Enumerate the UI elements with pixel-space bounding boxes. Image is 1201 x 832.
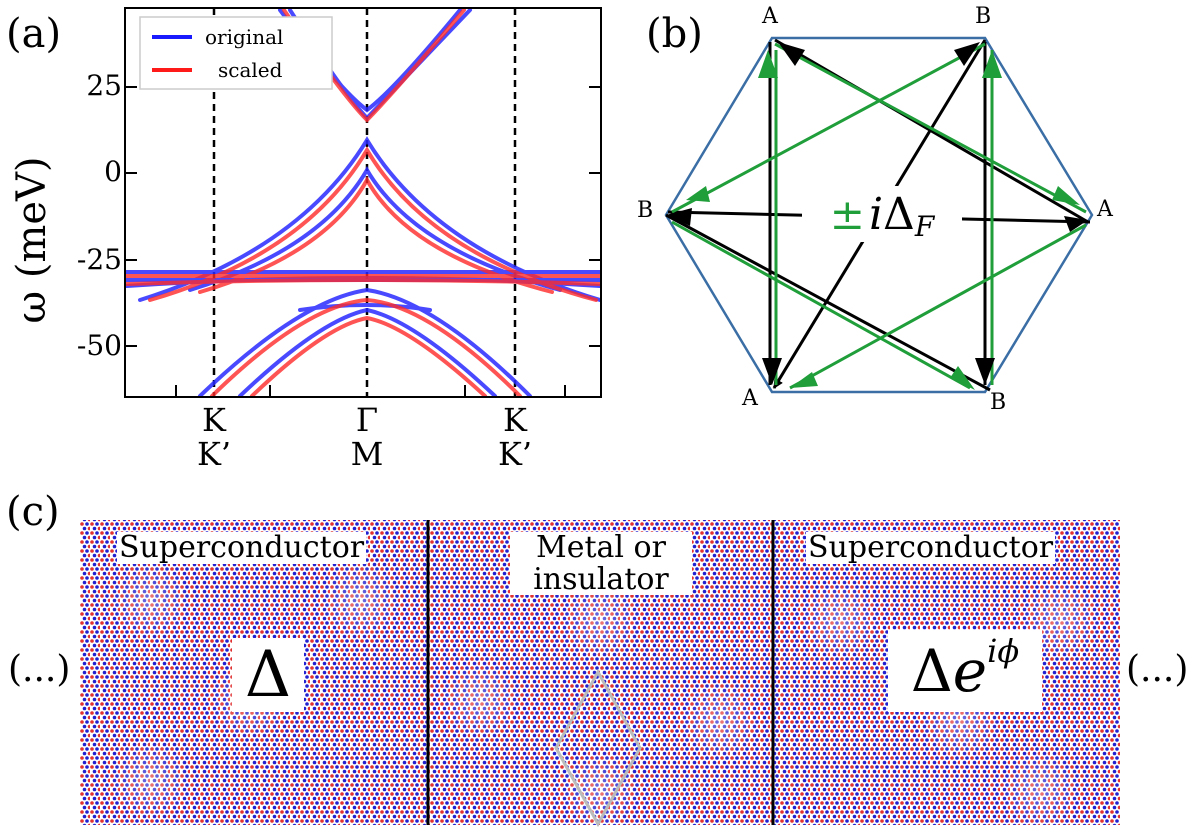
arrowhead-green	[790, 372, 818, 388]
ellipsis-right: (...)	[1126, 649, 1189, 690]
panel-c-label: (c)	[6, 489, 60, 535]
delta-right: Δ	[910, 637, 953, 705]
region-label-superconductor-right: Superconductor	[806, 530, 1056, 565]
kpoint-label-right: K K’	[475, 401, 555, 473]
arrow-black-2	[774, 38, 1089, 224]
vertex-bottom-right: B	[990, 390, 1007, 415]
legend-box	[139, 16, 333, 90]
arrowhead-black	[975, 358, 995, 385]
formula-delta: Δ	[883, 188, 915, 240]
formula-sub: F	[914, 209, 935, 243]
kpoint-center-top: Γ	[355, 401, 379, 439]
ytick-m25: -25	[76, 243, 122, 276]
arrowhead-green	[1052, 186, 1080, 205]
ellipsis-left: (...)	[8, 649, 71, 690]
bands-scaled	[126, 9, 600, 396]
formula-pm: ±	[829, 189, 865, 239]
legend-original: original	[205, 25, 284, 49]
vertex-bottom-left: A	[742, 386, 758, 411]
arrowhead-black	[666, 208, 692, 226]
kpoint-left-bottom: K’	[196, 434, 232, 473]
feshbach-formula: ± i Δ F	[802, 186, 962, 243]
arrowhead-green	[982, 50, 1002, 78]
arrowhead-black	[778, 42, 805, 66]
arrowhead-green	[686, 186, 710, 202]
panel-b-label: (b)	[646, 11, 703, 57]
unit-cell-diamond	[554, 668, 642, 828]
arrowhead-black	[762, 358, 782, 385]
legend-scaled: scaled	[218, 58, 283, 82]
arrow-black-3	[665, 213, 991, 392]
plot-frame	[124, 7, 602, 398]
region-label-superconductor-left: Superconductor	[117, 530, 367, 565]
arrow-green-2	[774, 42, 1087, 214]
vertex-right: A	[1097, 197, 1113, 222]
ytick-0: 0	[104, 155, 122, 188]
kpoint-left-top: K	[202, 401, 226, 439]
arrowhead-green	[950, 366, 975, 390]
arrow-green-4	[789, 223, 1087, 390]
vertex-left: B	[637, 198, 654, 223]
arrow-green-1	[671, 42, 986, 214]
delta-right-box: Δ e iϕ	[888, 630, 1042, 712]
delta-right-e: e	[952, 637, 988, 705]
formula-i: i	[868, 188, 884, 240]
arrowhead-black	[954, 42, 980, 66]
vertex-top-left: A	[762, 4, 778, 29]
panel-a-label: (a)	[6, 11, 62, 57]
kpoint-label-center: Γ M	[327, 401, 407, 473]
delta-right-exp: iϕ	[987, 632, 1020, 670]
ytick-m50: -50	[76, 329, 122, 362]
arrowhead-green	[758, 50, 778, 78]
arrowhead-black	[1064, 216, 1088, 232]
delta-left: Δ	[244, 638, 292, 712]
arrow-green-3	[671, 220, 971, 390]
kpoint-center-bottom: M	[350, 434, 384, 473]
kpoint-right-bottom: K’	[497, 434, 533, 473]
delta-left-box: Δ	[232, 638, 304, 712]
kpoint-label-left: K K’	[174, 401, 254, 473]
kpoint-right-top: K	[503, 401, 527, 439]
region-label-metal-insulator: Metal or insulator	[510, 532, 692, 595]
ytick-25: 25	[86, 69, 122, 102]
vertex-top-right: B	[975, 4, 992, 29]
